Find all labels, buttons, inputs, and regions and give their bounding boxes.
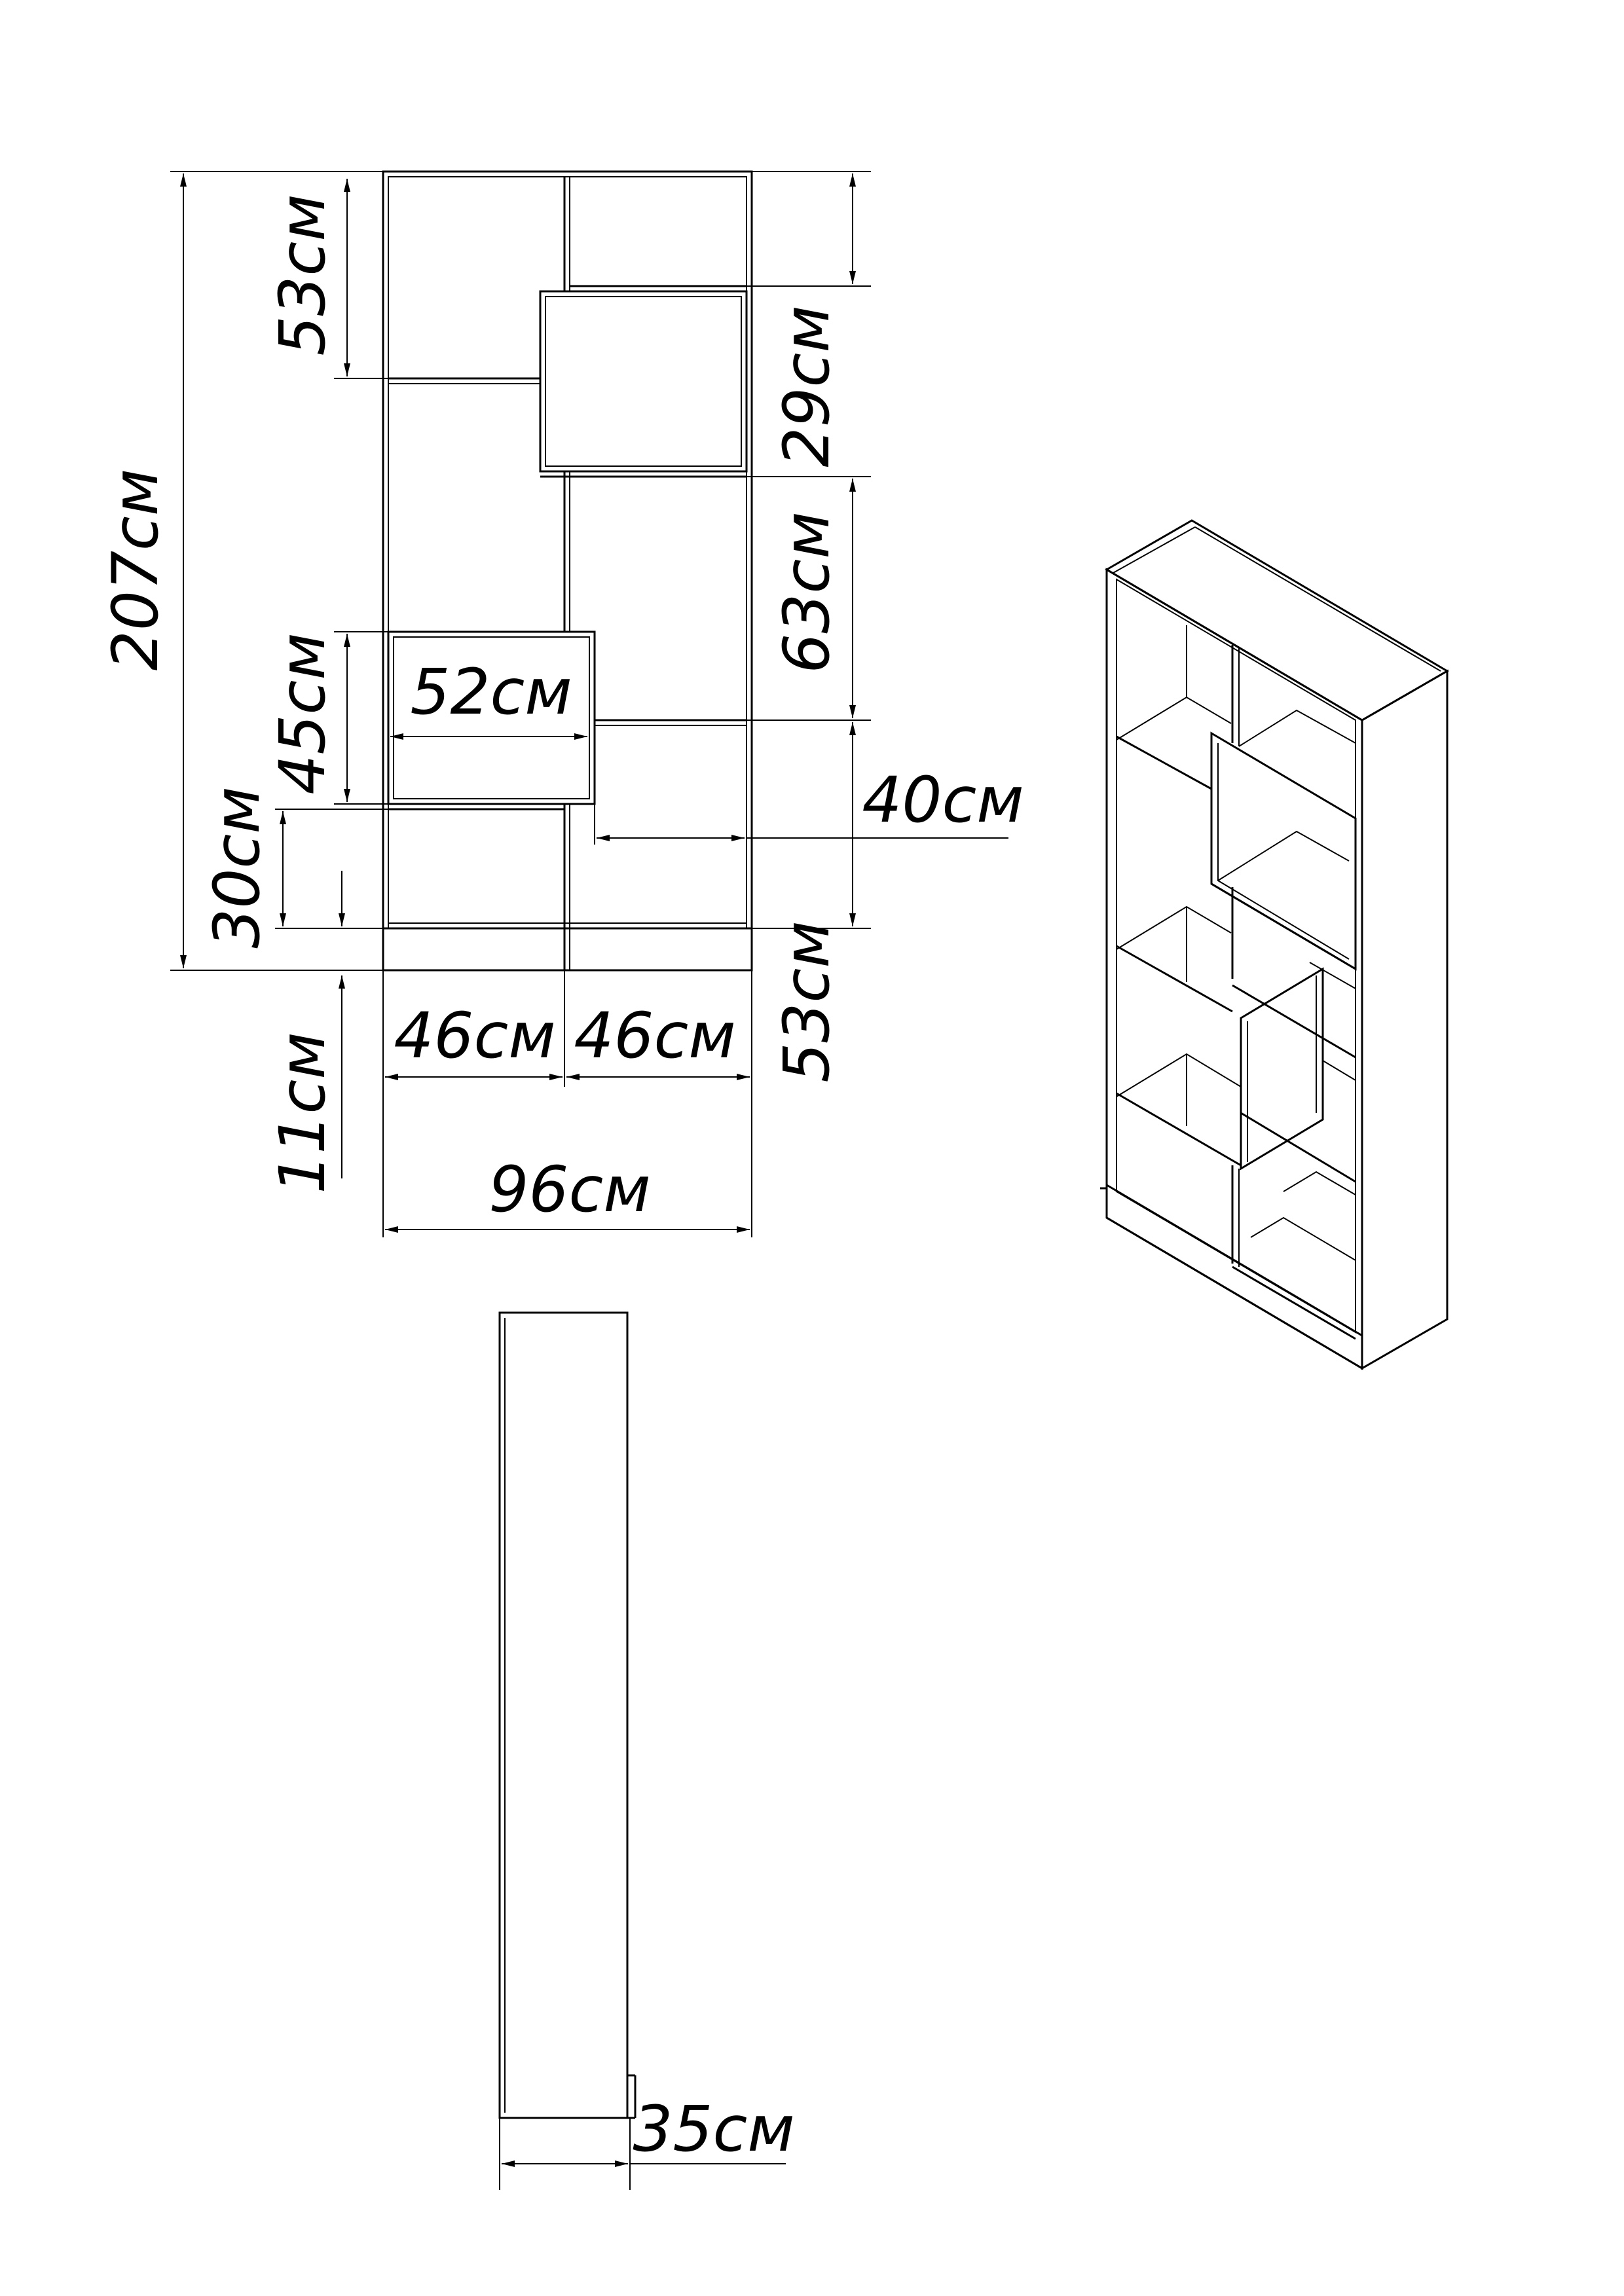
- bottom-right-gap-label: 40см: [862, 763, 1024, 837]
- plinth-height-label: 11см: [266, 1032, 339, 1194]
- upper-box-inner: [545, 296, 742, 467]
- iso-top-face: [1105, 519, 1449, 721]
- iso-lower-box: [1240, 967, 1324, 1171]
- front-view: 207см 53см 29см 63см 45см 52см 30см: [99, 170, 1024, 1237]
- depth-label: 35см: [633, 2092, 794, 2166]
- cabinet-outline: [382, 170, 753, 972]
- iso-right-face: [1361, 669, 1449, 1370]
- upper-box-height-label: 29см: [770, 305, 843, 467]
- right-column-width-label: 46см: [574, 999, 735, 1072]
- lower-box: [387, 630, 596, 805]
- total-width-label: 96см: [489, 1153, 650, 1226]
- top-left-dimension-label: 53см: [266, 194, 339, 355]
- middle-right-dimension-label: 63см: [770, 511, 843, 673]
- left-column-width-label: 46см: [394, 999, 555, 1072]
- cabinet-inner-outline: [388, 176, 747, 929]
- iso-inner-frame: [1116, 578, 1356, 1334]
- isometric-view: [1100, 519, 1449, 1370]
- bottom-left-dimension-label: 30см: [200, 786, 274, 948]
- lower-box-inner: [393, 636, 590, 799]
- side-view: 35см: [498, 1311, 795, 2190]
- iso-plinth: [1100, 1184, 1363, 1370]
- bottom-right-dimension-label: 53см: [770, 920, 843, 1082]
- upper-box: [539, 290, 748, 473]
- total-height-label: 207см: [99, 469, 172, 670]
- lower-box-height-label: 45см: [266, 632, 339, 794]
- side-panel: [498, 1311, 629, 2119]
- box-width-label: 52см: [410, 655, 572, 729]
